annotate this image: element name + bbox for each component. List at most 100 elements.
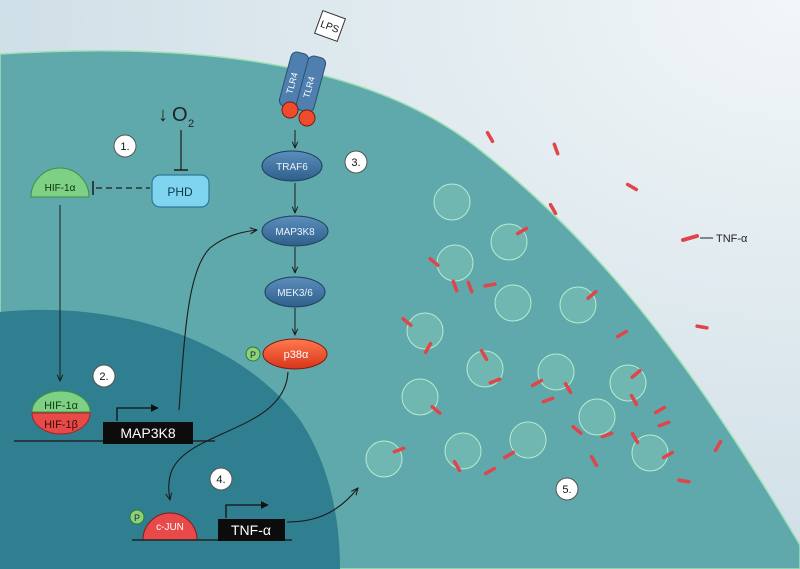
receptor-domain-b: [298, 109, 316, 127]
tnf-molecule-icon: [629, 393, 639, 407]
step-2-badge: [92, 364, 116, 388]
vesicle-icon: [436, 244, 474, 282]
vesicle-icon: [401, 378, 439, 416]
tnf-molecule-icon: [625, 182, 639, 192]
step-5-label: 5.: [562, 484, 571, 496]
vesicle-icon: [365, 440, 403, 478]
tnf-molecule-icon: [586, 290, 598, 300]
tnf-molecule-icon: [485, 130, 495, 144]
tnf-molecule-icon: [483, 282, 497, 288]
tnf-molecule-icon: [630, 369, 642, 379]
hif1b-nuclear: [31, 412, 91, 435]
tnf-molecule-icon: [541, 396, 555, 404]
tnf-molecule-icon: [661, 450, 675, 460]
tnf-molecule-icon: [483, 466, 497, 476]
tnf-molecule-icon: [552, 142, 560, 156]
tnf-legend-icon: [681, 234, 699, 242]
step-1-label: 1.: [120, 141, 129, 153]
map3k8-gene: [103, 422, 193, 444]
tnf-molecule-icon: [677, 478, 691, 484]
lps-ligand: [313, 9, 347, 43]
tnf-molecule-icon: [488, 377, 502, 385]
receptor-domain-a: [281, 101, 299, 119]
tnf-molecule-icon: [657, 420, 671, 428]
tnf-molecule-icon: [428, 257, 440, 267]
step-4-label: 4.: [216, 474, 225, 486]
transcription-arrow-icon: [116, 404, 159, 421]
step-3-badge: [344, 150, 368, 174]
tnf-molecule-icon: [695, 324, 709, 330]
cjun-protein: [142, 512, 198, 541]
tnf-molecule-group: [392, 130, 723, 484]
phosphate-icon: [129, 509, 145, 525]
tnf-molecule-icon: [401, 317, 413, 327]
tnf-molecule-icon: [515, 226, 529, 236]
hif1a-cytoplasmic: [30, 167, 90, 198]
vesicle-icon: [433, 183, 471, 221]
tnf-molecule-icon: [466, 280, 474, 294]
step-4-badge: [209, 467, 233, 491]
tnf-molecule-icon: [479, 348, 489, 362]
phosphate-icon: [245, 346, 261, 362]
tlr4-receptor: LPS TLR4 TLR4: [278, 9, 347, 127]
tnf-molecule-icon: [548, 202, 558, 216]
vesicle-icon: [578, 398, 616, 436]
tnf-legend-label: TNF-α: [716, 233, 748, 245]
mek36-protein: [264, 276, 326, 308]
o2-down-arrow-icon: ↓: [158, 104, 168, 126]
arrow-icon: [178, 230, 257, 411]
map3k8-protein: [261, 215, 329, 247]
tnf-molecule-icon: [423, 341, 433, 355]
traf6-label: TRAF6: [276, 162, 308, 173]
vesicle-icon: [494, 284, 532, 322]
tnf-molecule-icon: [630, 431, 640, 445]
tnf-molecule-icon: [451, 279, 459, 293]
vesicle-icon: [466, 350, 504, 388]
tnf-gene-label: TNF-α: [231, 522, 271, 538]
vesicle-icon: [559, 286, 597, 324]
p38a-protein: [262, 338, 328, 370]
hif1b-label: HIF-1β: [44, 419, 78, 431]
p38a-label: p38α: [284, 349, 309, 361]
map3k8-label: MAP3K8: [275, 227, 315, 238]
tnf-molecule-icon: [502, 450, 516, 460]
tnf-molecule-icon: [713, 439, 723, 453]
hif1a-nuclear: [31, 390, 91, 413]
vesicle-icon: [406, 312, 444, 350]
tnf-molecule-icon: [600, 431, 614, 439]
tnf-molecule-icon: [571, 425, 583, 435]
tnf-molecule-icon: [653, 405, 667, 415]
tnf-molecule-icon: [563, 381, 573, 395]
tnf-molecule-icon: [430, 405, 442, 415]
transcription-arrow-icon: [225, 501, 269, 518]
o2-subscript: 2: [188, 118, 194, 130]
phd-label: PHD: [167, 185, 193, 199]
step-2-label: 2.: [99, 371, 108, 383]
tnf-molecule-icon: [452, 459, 462, 473]
phosphate-label: P: [250, 350, 256, 360]
tnf-molecule-icon: [530, 378, 544, 388]
arrow-icon: [169, 371, 289, 500]
phd-protein: [151, 174, 210, 208]
traf6-protein: [261, 150, 323, 182]
map3k8-gene-label: MAP3K8: [120, 425, 175, 441]
step-1-badge: [113, 134, 137, 158]
tnf-molecule-icon: [615, 329, 629, 339]
vesicle-icon: [444, 432, 482, 470]
mek36-label: MEK3/6: [277, 288, 313, 299]
tnf-molecule-icon: [392, 446, 406, 454]
cjun-label: c-JUN: [156, 522, 184, 533]
arrow-icon: [286, 488, 358, 523]
hif1a-nuclear-label: HIF-1α: [44, 400, 79, 412]
step-3-label: 3.: [351, 157, 360, 169]
vesicle-icon: [537, 353, 575, 391]
hif1a-label: HIF-1α: [45, 183, 76, 194]
o2-label: O: [172, 104, 188, 126]
tnf-molecule-icon: [589, 454, 599, 468]
step-5-badge: [555, 477, 579, 501]
tnf-gene: [218, 519, 285, 541]
vesicle-icon: [509, 421, 547, 459]
cjun-phosphate-label: P: [134, 513, 140, 523]
